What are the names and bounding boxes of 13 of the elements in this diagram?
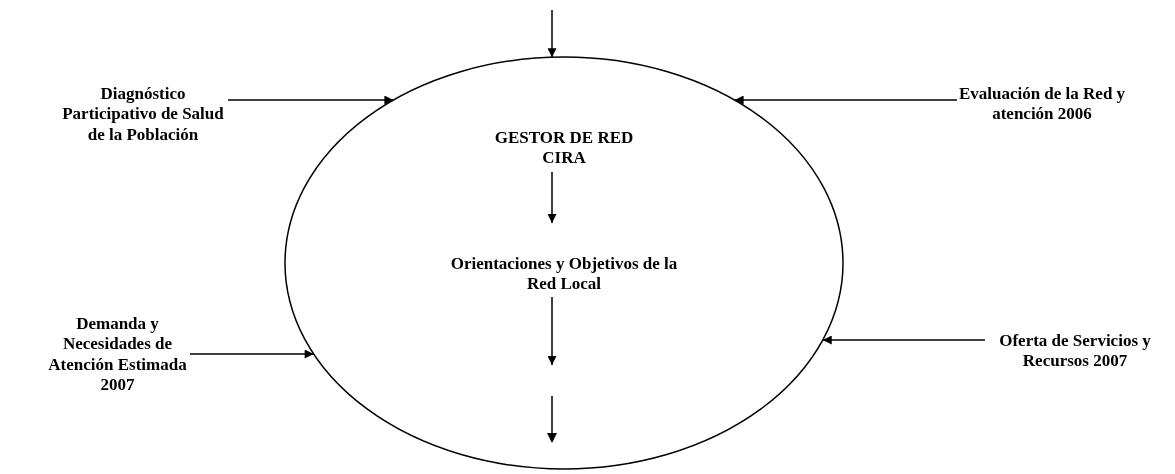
arrow <box>547 296 557 366</box>
arrow <box>227 95 395 105</box>
node-label: Orientaciones y Objetivos de la Red Local <box>449 254 679 295</box>
arrow <box>822 335 986 345</box>
node-label: Diagnóstico Participativo de Salud de la Población <box>61 84 225 146</box>
node-label: GESTOR DE RED CIRA <box>493 128 635 169</box>
node-label: Evaluación de la Red y atención 2006 <box>957 84 1127 125</box>
arrow <box>189 349 315 359</box>
node-label: Oferta de Servicios y Recursos 2007 <box>998 331 1152 372</box>
arrow <box>733 95 958 105</box>
node-label: Demanda y Necesidades de Atención Estimada 2007 <box>47 314 188 396</box>
arrow <box>547 9 557 58</box>
arrow <box>547 171 557 224</box>
